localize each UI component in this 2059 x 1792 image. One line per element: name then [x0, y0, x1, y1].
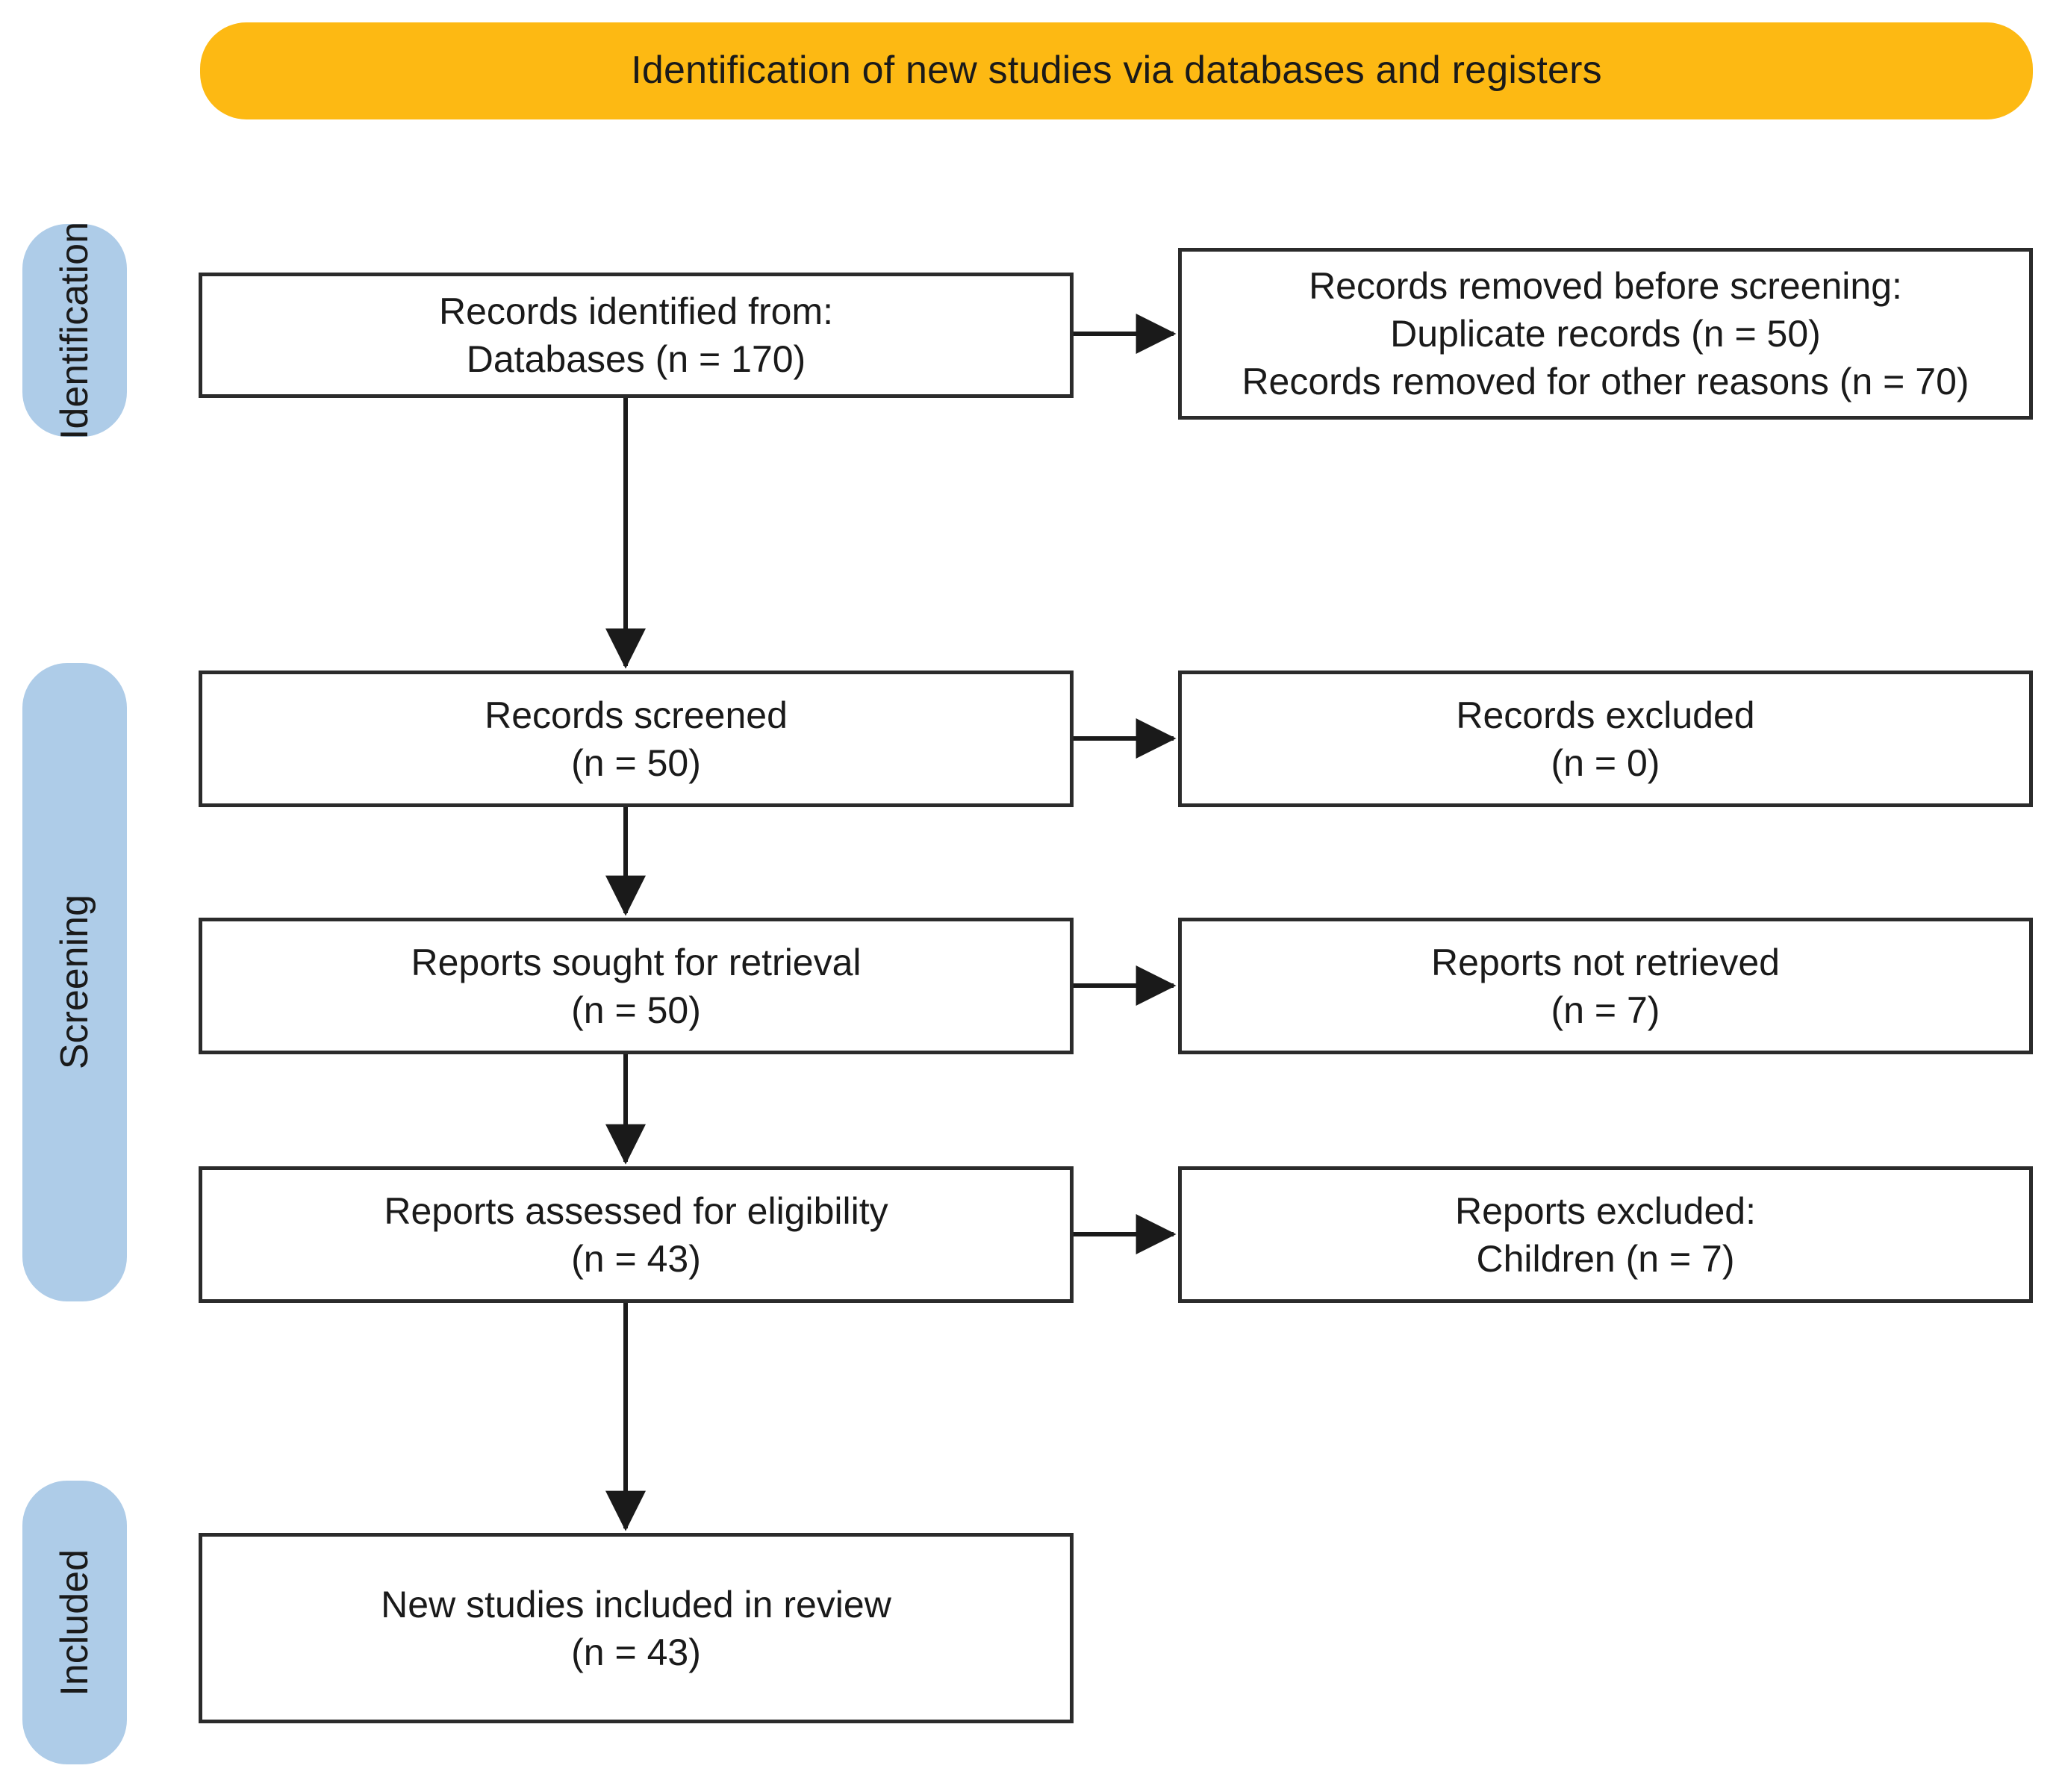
box-line: Duplicate records (n = 50) — [1390, 313, 1821, 355]
stage-label-screening: Screening — [53, 895, 96, 1070]
header-banner: Identification of new studies via databa… — [200, 22, 2033, 119]
box-reports-excluded: Reports excluded: Children (n = 7) — [1178, 1166, 2033, 1303]
box-line: Databases (n = 170) — [466, 338, 806, 380]
box-records-removed-before-screening: Records removed before screening: Duplic… — [1178, 248, 2033, 420]
box-reports-assessed-for-eligibility: Reports assessed for eligibility (n = 43… — [199, 1166, 1074, 1303]
box-line: (n = 43) — [571, 1237, 701, 1280]
box-line: (n = 7) — [1551, 989, 1660, 1031]
box-line: (n = 50) — [571, 989, 701, 1031]
box-records-screened: Records screened (n = 50) — [199, 671, 1074, 807]
box-records-excluded: Records excluded (n = 0) — [1178, 671, 2033, 807]
box-reports-not-retrieved: Reports not retrieved (n = 7) — [1178, 918, 2033, 1054]
box-line: Reports sought for retrieval — [411, 941, 862, 983]
box-line: Records removed before screening: — [1309, 265, 1902, 307]
box-line: (n = 50) — [571, 741, 701, 784]
stage-pill-screening: Screening — [22, 663, 127, 1301]
stage-label-identification: Identification — [53, 221, 96, 440]
stage-pill-included: Included — [22, 1481, 127, 1764]
stage-label-included: Included — [53, 1549, 96, 1696]
box-line: (n = 0) — [1551, 741, 1660, 784]
box-reports-sought-for-retrieval: Reports sought for retrieval (n = 50) — [199, 918, 1074, 1054]
box-line: Records removed for other reasons (n = 7… — [1242, 361, 1969, 402]
box-new-studies-included: New studies included in review (n = 43) — [199, 1533, 1074, 1723]
box-line: Records screened — [485, 694, 788, 736]
header-title: Identification of new studies via databa… — [631, 49, 1602, 93]
box-line: New studies included in review — [381, 1583, 891, 1625]
box-records-identified: Records identified from: Databases (n = … — [199, 273, 1074, 398]
box-line: Reports not retrieved — [1431, 941, 1780, 983]
stage-pill-identification: Identification — [22, 221, 127, 440]
box-line: Records identified from: — [438, 290, 833, 332]
box-line: Children (n = 7) — [1476, 1237, 1735, 1280]
box-line: (n = 43) — [571, 1631, 701, 1673]
box-line: Reports assessed for eligibility — [384, 1189, 888, 1232]
box-line: Reports excluded: — [1454, 1189, 1756, 1232]
box-line: Records excluded — [1456, 694, 1755, 736]
